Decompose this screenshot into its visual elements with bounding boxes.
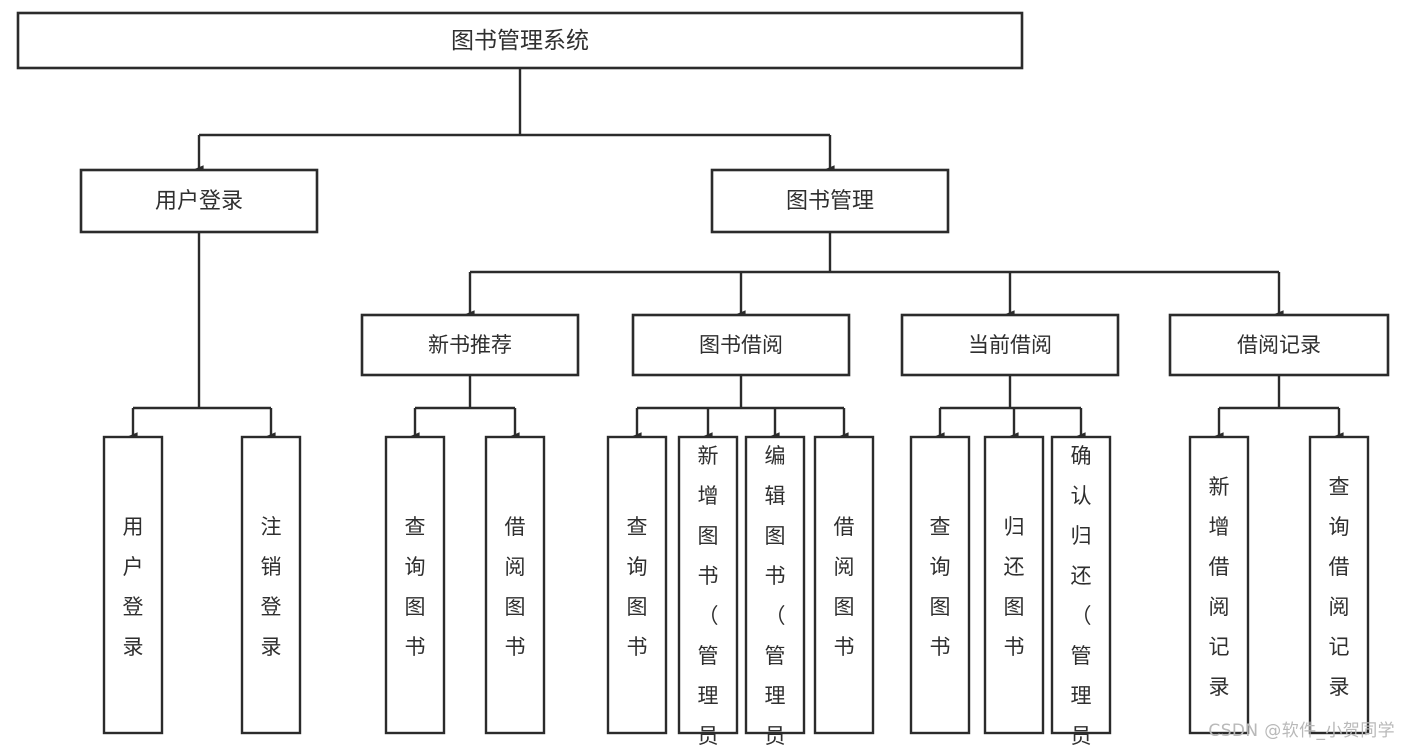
- leaf-box-leaf-query-book-2: [606, 435, 668, 735]
- leaf-leaf-edit-book[interactable]: 编辑图书（管理员）: [744, 435, 806, 747]
- leaf-leaf-user-login[interactable]: 用户登录: [102, 435, 164, 735]
- node-borrow-record[interactable]: 借阅记录: [1168, 313, 1390, 377]
- leaf-label-leaf-query-book-1: 查询图书: [405, 515, 426, 659]
- node-book-manage[interactable]: 图书管理: [710, 168, 950, 234]
- leaf-label-leaf-add-record: 新增借阅记录: [1209, 475, 1230, 699]
- leaf-label-leaf-borrow-book-1: 借阅图书: [505, 515, 526, 659]
- node-label-root: 图书管理系统: [451, 28, 589, 54]
- node-label-user-login: 用户登录: [155, 189, 243, 214]
- node-label-new-book-recommend: 新书推荐: [428, 333, 512, 357]
- leaf-label-leaf-user-logout: 注销登录: [261, 515, 282, 659]
- node-box-root: [16, 11, 1024, 70]
- node-label-book-borrow: 图书借阅: [699, 333, 783, 357]
- edges-layer: [128, 68, 1344, 440]
- leaf-box-leaf-user-login: [102, 435, 164, 735]
- node-book-borrow[interactable]: 图书借阅: [631, 313, 851, 377]
- leaf-box-leaf-edit-book: [744, 435, 806, 735]
- leaf-box-leaf-borrow-book-1: [484, 435, 546, 735]
- node-box-book-borrow: [631, 313, 851, 377]
- node-label-book-manage: 图书管理: [786, 189, 874, 214]
- leaf-label-leaf-edit-book: 编辑图书（管理员）: [765, 444, 786, 747]
- node-label-current-borrow: 当前借阅: [968, 333, 1052, 357]
- node-box-borrow-record: [1168, 313, 1390, 377]
- leaf-box-leaf-user-logout: [240, 435, 302, 735]
- node-label-borrow-record: 借阅记录: [1237, 333, 1321, 357]
- node-box-current-borrow: [900, 313, 1120, 377]
- node-new-book-recommend[interactable]: 新书推荐: [360, 313, 580, 377]
- leaf-leaf-return-book[interactable]: 归还图书: [983, 435, 1045, 735]
- leaf-leaf-borrow-book-1[interactable]: 借阅图书: [484, 435, 546, 735]
- leaf-box-leaf-query-book-1: [384, 435, 446, 735]
- node-user-login[interactable]: 用户登录: [79, 168, 319, 234]
- node-box-book-manage: [710, 168, 950, 234]
- nodes-layer: 图书管理系统用户登录图书管理新书推荐图书借阅当前借阅借阅记录用户登录注销登录查询…: [16, 11, 1390, 747]
- leaf-label-leaf-user-login: 用户登录: [123, 515, 144, 659]
- node-box-new-book-recommend: [360, 313, 580, 377]
- leaf-box-leaf-query-record: [1308, 435, 1370, 735]
- leaf-label-leaf-query-book-3: 查询图书: [930, 515, 951, 659]
- leaf-label-leaf-query-record: 查询借阅记录: [1329, 475, 1350, 699]
- leaf-label-leaf-borrow-book-2: 借阅图书: [834, 515, 855, 659]
- node-box-user-login: [79, 168, 319, 234]
- node-root[interactable]: 图书管理系统: [16, 11, 1024, 70]
- leaf-leaf-borrow-book-2[interactable]: 借阅图书: [813, 435, 875, 735]
- leaf-leaf-query-book-2[interactable]: 查询图书: [606, 435, 668, 735]
- leaf-leaf-query-book-1[interactable]: 查询图书: [384, 435, 446, 735]
- leaf-leaf-query-record[interactable]: 查询借阅记录: [1308, 435, 1370, 735]
- leaf-box-leaf-add-record: [1188, 435, 1250, 735]
- leaf-leaf-query-book-3[interactable]: 查询图书: [909, 435, 971, 735]
- watermark-text: CSDN @软件_小贺同学: [1208, 721, 1395, 741]
- leaf-label-leaf-confirm-return: 确认归还（管理员）: [1071, 444, 1092, 747]
- leaf-leaf-add-book[interactable]: 新增图书（管理员）: [677, 435, 739, 747]
- leaf-box-leaf-return-book: [983, 435, 1045, 735]
- leaf-label-leaf-add-book: 新增图书（管理员）: [698, 444, 719, 747]
- leaf-leaf-user-logout[interactable]: 注销登录: [240, 435, 302, 735]
- leaf-label-leaf-return-book: 归还图书: [1004, 515, 1025, 659]
- leaf-box-leaf-query-book-3: [909, 435, 971, 735]
- leaf-box-leaf-add-book: [677, 435, 739, 735]
- leaf-label-leaf-query-book-2: 查询图书: [627, 515, 648, 659]
- node-current-borrow[interactable]: 当前借阅: [900, 313, 1120, 377]
- leaf-leaf-confirm-return[interactable]: 确认归还（管理员）: [1050, 435, 1112, 747]
- leaf-leaf-add-record[interactable]: 新增借阅记录: [1188, 435, 1250, 735]
- leaf-box-leaf-borrow-book-2: [813, 435, 875, 735]
- leaf-box-leaf-confirm-return: [1050, 435, 1112, 735]
